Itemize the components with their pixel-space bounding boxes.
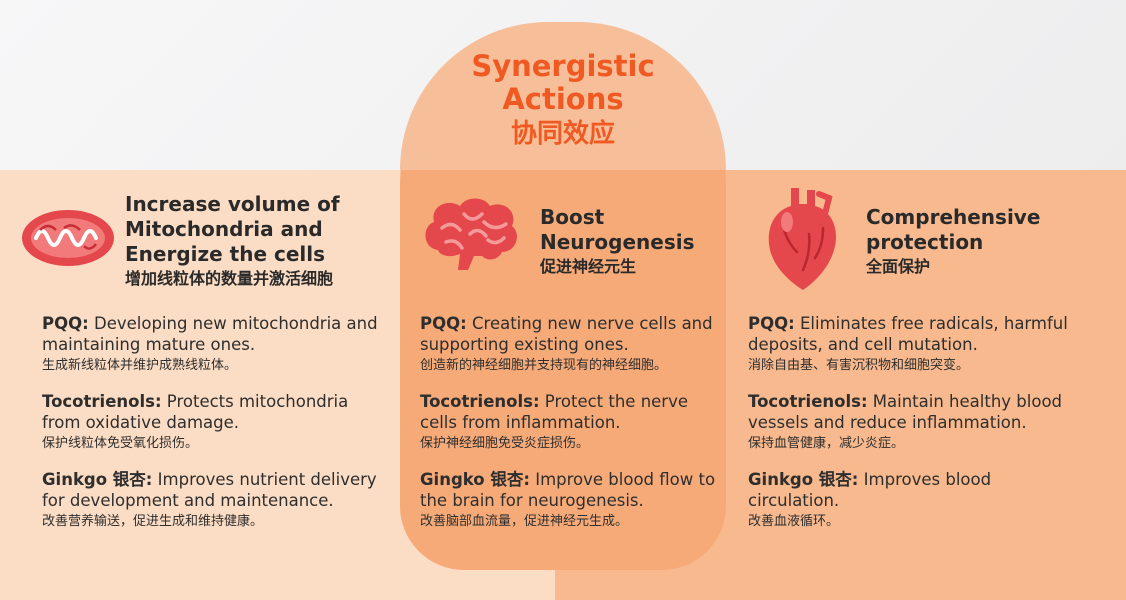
entry-text: Creating new nerve cells and supporting … bbox=[420, 314, 713, 354]
entry-text: Eliminates free radicals, harmful deposi… bbox=[748, 314, 1068, 354]
heading-line: Mitochondria and bbox=[125, 217, 323, 241]
entry-chinese: 创造新的神经细胞并支持现有的神经细胞。 bbox=[420, 358, 668, 373]
entry-text: Improves blood circulation. bbox=[748, 470, 992, 510]
entry-text: Protects mitochondria from oxidative dam… bbox=[42, 392, 349, 432]
column-3-entry-tocotrienols: Tocotrienols: Maintain healthy blood ves… bbox=[748, 391, 1088, 453]
column-2-entry-pqq: PQQ: Creating new nerve cells and suppor… bbox=[420, 313, 720, 375]
heading-line: Energize the cells bbox=[125, 242, 326, 266]
column-2-entry-gingko: Gingko 银杏: Improve blood flow to the bra… bbox=[420, 469, 720, 531]
entry-label: PQQ: bbox=[420, 314, 467, 333]
column-2-entry-tocotrienols: Tocotrienols: Protect the nerve cells fr… bbox=[420, 391, 720, 453]
entry-text: Improve blood flow to the brain for neur… bbox=[420, 470, 716, 510]
column-1-entry-tocotrienols: Tocotrienols: Protects mitochondria from… bbox=[42, 391, 382, 453]
column-3-entry-ginkgo: Ginkgo 银杏: Improves blood circulation. 改… bbox=[748, 469, 1048, 531]
entry-chinese: 消除自由基、有害沉积物和细胞突变。 bbox=[748, 358, 970, 373]
heart-icon bbox=[765, 184, 841, 296]
entry-label: Tocotrienols: bbox=[420, 392, 540, 411]
entry-text: Maintain healthy blood vessels and reduc… bbox=[748, 392, 1063, 432]
entry-label: PQQ: bbox=[748, 314, 795, 333]
entry-chinese: 保护线粒体免受氧化损伤。 bbox=[42, 436, 199, 451]
title-line-1: Synergistic bbox=[471, 49, 655, 83]
entry-label: Ginkgo 银杏: bbox=[748, 470, 859, 489]
entry-label: Gingko 银杏: bbox=[420, 470, 530, 489]
entry-label: Tocotrienols: bbox=[748, 392, 868, 411]
heading-line: Neurogenesis bbox=[540, 230, 695, 254]
entry-label: Ginkgo 银杏: bbox=[42, 470, 153, 489]
entry-label: Tocotrienols: bbox=[42, 392, 162, 411]
heading-line: Boost bbox=[540, 205, 605, 229]
column-3-entry-pqq: PQQ: Eliminates free radicals, harmful d… bbox=[748, 313, 1088, 375]
entry-text: Developing new mitochondria and maintain… bbox=[42, 314, 378, 354]
heading-line: Comprehensive bbox=[866, 205, 1041, 229]
column-1-heading: Increase volume of Mitochondria and Ener… bbox=[125, 192, 340, 291]
title-chinese: 协同效应 bbox=[510, 119, 615, 149]
entry-text: Improves nutrient delivery for developme… bbox=[42, 470, 377, 510]
heading-chinese: 全面保护 bbox=[866, 257, 931, 276]
heading-line: Increase volume of bbox=[125, 192, 340, 216]
brain-icon bbox=[418, 194, 522, 278]
entry-label: PQQ: bbox=[42, 314, 89, 333]
page-title: Synergistic Actions 协同效应 bbox=[400, 50, 726, 151]
heading-chinese: 增加线粒体的数量并激活细胞 bbox=[125, 269, 334, 288]
column-1-entry-pqq: PQQ: Developing new mitochondria and mai… bbox=[42, 313, 382, 375]
entry-chinese: 改善营养输送，促进生成和维持健康。 bbox=[42, 514, 264, 529]
column-1-entry-ginkgo: Ginkgo 银杏: Improves nutrient delivery fo… bbox=[42, 469, 394, 531]
column-3-heading: Comprehensive protection 全面保护 bbox=[866, 205, 1040, 279]
entry-chinese: 保护神经细胞免受炎症损伤。 bbox=[420, 436, 590, 451]
entry-text: Protect the nerve cells from inflammatio… bbox=[420, 392, 689, 432]
entry-chinese: 改善脑部血流量，促进神经元生成。 bbox=[420, 514, 629, 529]
entry-chinese: 生成新线粒体并维护成熟线粒体。 bbox=[42, 358, 238, 373]
column-2-heading: Boost Neurogenesis 促进神经元生 bbox=[540, 205, 695, 279]
mitochondria-icon bbox=[20, 206, 116, 274]
heading-chinese: 促进神经元生 bbox=[540, 257, 637, 276]
entry-chinese: 保持血管健康，减少炎症。 bbox=[748, 436, 905, 451]
entry-chinese: 改善血液循环。 bbox=[748, 514, 840, 529]
title-line-2: Actions bbox=[502, 82, 624, 116]
heading-line: protection bbox=[866, 230, 984, 254]
